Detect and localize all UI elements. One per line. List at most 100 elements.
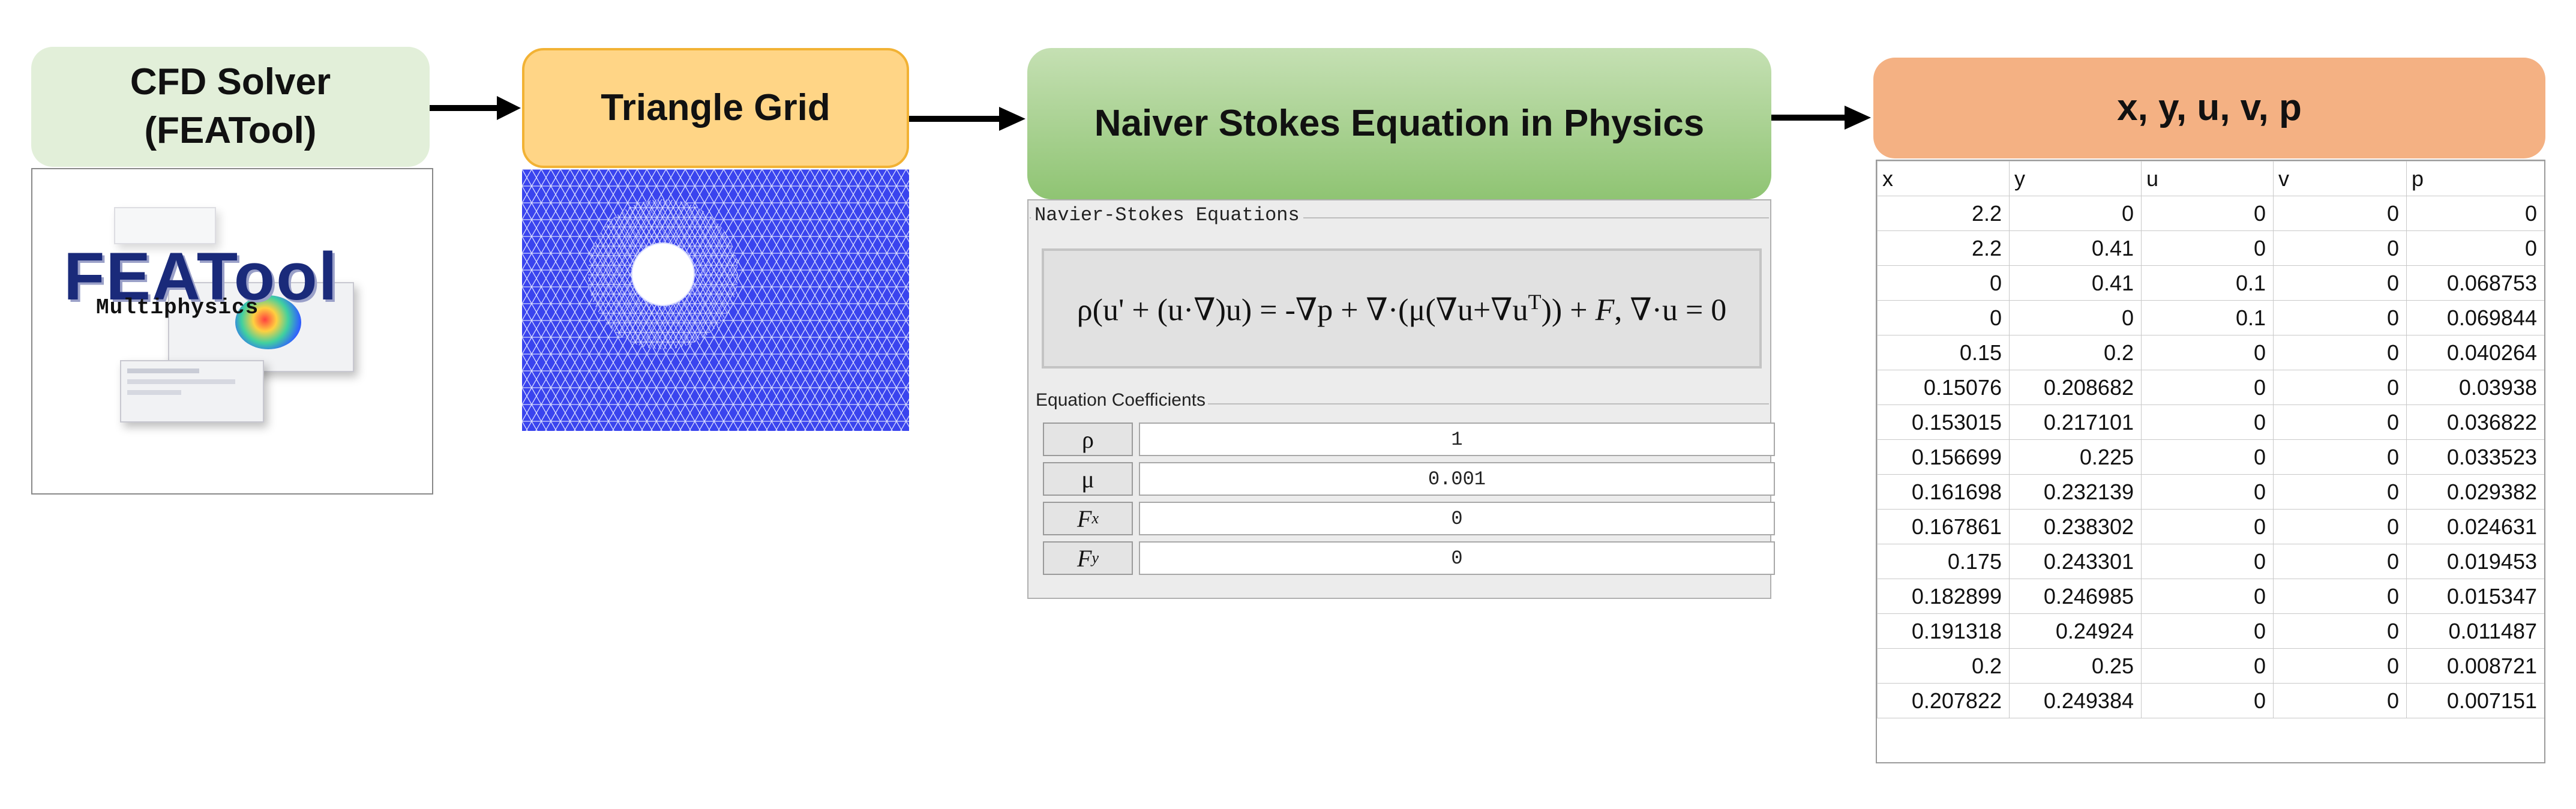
triangle-grid-box: Triangle Grid [522,48,909,168]
table-cell[interactable]: 0 [2273,335,2407,370]
table-cell[interactable]: 0.175 [1877,544,2010,579]
table-cell[interactable]: 0 [2273,300,2407,335]
table-cell[interactable]: 0 [2273,230,2407,266]
table-cell[interactable]: 0 [2141,196,2274,231]
table-cell[interactable]: 0 [2273,265,2407,301]
table-cell[interactable]: 0 [2141,683,2274,718]
table-cell[interactable]: 0 [2273,579,2407,614]
table-cell[interactable]: 0 [2141,439,2274,475]
table-cell[interactable]: 2.2 [1877,196,2010,231]
table-cell[interactable]: 0.033523 [2406,439,2544,475]
table-cell[interactable]: 0.069844 [2406,300,2544,335]
table-cell[interactable]: 0 [2141,474,2274,510]
table-cell[interactable]: 0 [2406,196,2544,231]
table-cell[interactable]: 0.225 [2009,439,2142,475]
table-cell[interactable]: 0.238302 [2009,509,2142,544]
table-cell[interactable]: 0.015347 [2406,579,2544,614]
mesh-hole [631,242,695,306]
table-cell[interactable]: 0 [2141,335,2274,370]
table-cell[interactable]: 0 [2273,439,2407,475]
column-header: v [2273,161,2407,196]
table-cell[interactable]: 0.41 [2009,230,2142,266]
table-cell[interactable]: 0.15076 [1877,370,2010,405]
table-cell[interactable]: 0 [2406,230,2544,266]
arrow-cfd-to-grid [430,96,521,120]
table-cell[interactable]: 0.019453 [2406,544,2544,579]
table-cell[interactable]: 0.03938 [2406,370,2544,405]
coefficients-title: Equation Coefficients [1033,390,1208,411]
table-cell[interactable]: 0 [2141,579,2274,614]
equation-box: ρ(u' + (u·∇)u) = -∇p + ∇·(μ(∇u+∇uT)) + F… [1042,248,1762,368]
table-cell[interactable]: 0 [2141,370,2274,405]
column-header: x [1877,161,2010,196]
table-cell[interactable]: 0 [2273,404,2407,440]
table-cell[interactable]: 0 [1877,265,2010,301]
table-cell[interactable]: 0.208682 [2009,370,2142,405]
screenshot-thumbnail [120,360,264,423]
table-cell[interactable]: 0.24924 [2009,613,2142,649]
column-header: p [2406,161,2544,196]
table-cell[interactable]: 0 [2141,404,2274,440]
table-cell[interactable]: 0.029382 [2406,474,2544,510]
table-cell[interactable]: 0 [2141,613,2274,649]
table-cell[interactable]: 0.249384 [2009,683,2142,718]
table-cell[interactable]: 0.246985 [2009,579,2142,614]
coefficient-symbol: μ [1043,462,1133,496]
table-cell[interactable]: 0 [2273,544,2407,579]
table-cell[interactable]: 0.1 [2141,300,2274,335]
table-cell[interactable]: 0 [2273,613,2407,649]
table-cell[interactable]: 0.15 [1877,335,2010,370]
arrow-ns-to-output [1771,106,1871,130]
table-cell[interactable]: 0 [2273,474,2407,510]
table-cell[interactable]: 0 [2141,544,2274,579]
table-cell[interactable]: 0.1 [2141,265,2274,301]
table-cell[interactable]: 0.41 [2009,265,2142,301]
table-cell[interactable]: 0 [2141,230,2274,266]
table-cell[interactable]: 0.161698 [1877,474,2010,510]
coefficient-value-input[interactable]: 0 [1139,541,1775,575]
table-cell[interactable]: 0.217101 [2009,404,2142,440]
table-cell[interactable]: 2.2 [1877,230,2010,266]
table-cell[interactable]: 0 [2009,300,2142,335]
output-variables-label: x, y, u, v, p [2117,86,2302,128]
table-cell[interactable]: 0.2 [2009,335,2142,370]
table-cell[interactable]: 0.25 [2009,648,2142,684]
table-cell[interactable]: 0.068753 [2406,265,2544,301]
table-cell[interactable]: 0.156699 [1877,439,2010,475]
navier-stokes-equation: ρ(u' + (u·∇)u) = -∇p + ∇·(μ(∇u+∇uT)) + F… [1076,289,1727,328]
table-cell[interactable]: 0.167861 [1877,509,2010,544]
table-cell[interactable]: 0.182899 [1877,579,2010,614]
table-cell[interactable]: 0 [2273,648,2407,684]
table-cell[interactable]: 0 [2273,509,2407,544]
coefficient-value-input[interactable]: 0.001 [1139,462,1775,496]
table-cell[interactable]: 0.024631 [2406,509,2544,544]
table-cell[interactable]: 0.191318 [1877,613,2010,649]
table-cell[interactable]: 0.232139 [2009,474,2142,510]
table-cell[interactable]: 0 [2273,683,2407,718]
table-cell[interactable]: 0.036822 [2406,404,2544,440]
table-cell[interactable]: 0.007151 [2406,683,2544,718]
table-cell[interactable]: 0.011487 [2406,613,2544,649]
coefficient-value-input[interactable]: 0 [1139,502,1775,535]
table-cell[interactable]: 0 [2141,509,2274,544]
column-header: y [2009,161,2142,196]
table-cell[interactable]: 0 [2273,370,2407,405]
table-cell[interactable]: 0.040264 [2406,335,2544,370]
table-cell[interactable]: 0 [1877,300,2010,335]
table-cell[interactable]: 0.207822 [1877,683,2010,718]
table-cell[interactable]: 0.2 [1877,648,2010,684]
table-cell[interactable]: 0 [2141,648,2274,684]
table-cell[interactable]: 0.153015 [1877,404,2010,440]
table-cell[interactable]: 0 [2273,196,2407,231]
table-cell[interactable]: 0.008721 [2406,648,2544,684]
table-cell[interactable]: 0 [2009,196,2142,231]
coefficient-value-input[interactable]: 1 [1139,423,1775,456]
table-cell[interactable]: 0.243301 [2009,544,2142,579]
ns-group-title: Navier-Stokes Equations [1031,204,1303,226]
